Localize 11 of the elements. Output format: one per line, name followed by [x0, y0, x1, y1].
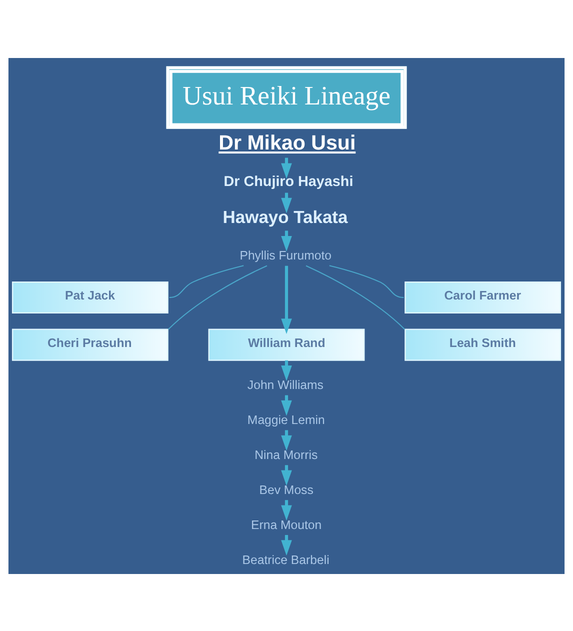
- node-text: Hawayo Takata: [222, 206, 348, 227]
- node-text: Nina Morris: [254, 447, 318, 462]
- node-text: Bev Moss: [259, 482, 314, 496]
- diagram-title: Usui Reiki Lineage: [182, 80, 390, 110]
- node-text: Beatrice Barbeli: [242, 552, 330, 566]
- node-text: Dr Chujiro Hayashi: [224, 174, 354, 190]
- node-text: Phyllis Furumoto: [240, 248, 332, 262]
- node-text: Erna Mouton: [251, 517, 322, 532]
- node-text: John Williams: [247, 378, 324, 392]
- node-text: Maggie Lemin: [247, 412, 325, 427]
- node-text: Dr Mikao Usui: [218, 130, 356, 154]
